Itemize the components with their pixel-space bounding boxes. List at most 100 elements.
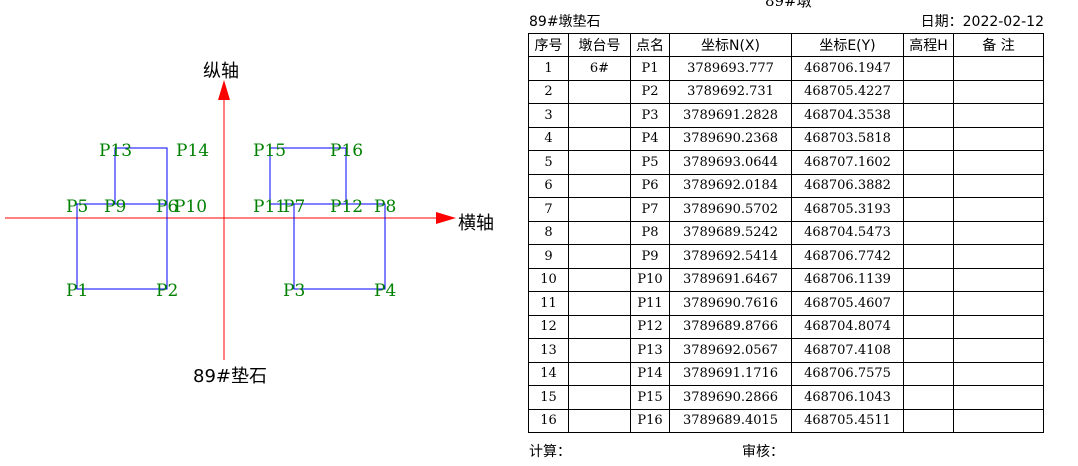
left-upper-outline [114,147,168,205]
point-label: P6 [156,197,179,217]
cell-point: P7 [630,197,670,222]
cell-n: 3789690.2368 [669,126,792,151]
cell-pier [568,361,631,386]
cell-e: 468704.5473 [791,220,904,245]
right-upper-outline [269,147,347,205]
cell-e: 468706.1947 [791,56,904,81]
point-label: P14 [176,141,210,161]
cell-e: 468706.1043 [791,385,904,410]
point-label: P10 [174,197,208,217]
point-label: P2 [156,281,179,301]
cell-index: 10 [528,267,569,292]
cell-pier [568,291,631,316]
cell-pier [568,244,631,269]
cell-index: 7 [528,197,569,222]
point-label: P11 [253,197,287,217]
cell-point: P11 [630,291,670,316]
cell-elevation [903,197,954,222]
diagram-caption: 89#垫石 [193,366,267,387]
horizontal-axis-arrow-icon [436,212,456,224]
cell-n: 3789690.2866 [669,385,792,410]
cell-elevation [903,103,954,128]
cell-elevation [903,244,954,269]
cell-pier [568,220,631,245]
cell-n: 3789691.6467 [669,267,792,292]
cell-n: 3789692.731 [669,79,792,104]
cell-e: 468705.3193 [791,197,904,222]
sheet-subtitle: 89#墩垫石 [529,14,601,30]
horizontal-axis-label: 横轴 [458,213,494,234]
cell-remark [953,220,1044,245]
header-elevation: 高程H [903,33,954,57]
cell-pier [568,385,631,410]
cell-index: 5 [528,150,569,175]
cell-index: 11 [528,291,569,316]
cell-elevation [903,267,954,292]
cell-elevation [903,314,954,339]
cell-point: P16 [630,408,670,433]
cell-e: 468707.1602 [791,150,904,175]
cell-e: 468705.4607 [791,291,904,316]
cell-elevation [903,338,954,363]
point-label: P13 [99,141,133,161]
cell-pier [568,150,631,175]
cell-remark [953,150,1044,175]
cell-n: 3789692.0567 [669,338,792,363]
calc-label: 计算： [529,444,571,460]
cell-e: 468703.5818 [791,126,904,151]
cell-remark [953,103,1044,128]
point-label: P5 [66,197,89,217]
cell-n: 3789691.2828 [669,103,792,128]
point-label: P1 [66,281,89,301]
point-label: P9 [104,197,127,217]
cell-n: 3789693.777 [669,56,792,81]
cell-n: 3789690.5702 [669,197,792,222]
cell-elevation [903,291,954,316]
cell-e: 468707.4108 [791,338,904,363]
point-label: P16 [330,141,364,161]
cell-index: 4 [528,126,569,151]
cell-elevation [903,79,954,104]
cell-point: P4 [630,126,670,151]
cell-point: P10 [630,267,670,292]
cell-remark [953,173,1044,198]
cell-remark [953,385,1044,410]
point-label: P4 [374,281,397,301]
cell-n: 3789689.5242 [669,220,792,245]
cell-pier [568,338,631,363]
cell-elevation [903,408,954,433]
cell-remark [953,361,1044,386]
point-label: P3 [283,281,306,301]
cell-index: 16 [528,408,569,433]
cell-e: 468705.4511 [791,408,904,433]
cell-point: P6 [630,173,670,198]
cell-point: P3 [630,103,670,128]
header-n: 坐标N(X) [669,33,792,57]
point-label: P12 [330,197,364,217]
cell-pier [568,267,631,292]
cell-index: 2 [528,79,569,104]
cell-elevation [903,150,954,175]
cell-remark [953,244,1044,269]
cell-remark [953,126,1044,151]
header-pier: 墩台号 [568,33,631,57]
cell-remark [953,408,1044,433]
cell-point: P15 [630,385,670,410]
cell-remark [953,267,1044,292]
point-label: P7 [283,197,306,217]
cell-n: 3789689.4015 [669,408,792,433]
cell-index: 6 [528,173,569,198]
cell-remark [953,291,1044,316]
cell-e: 468706.7742 [791,244,904,269]
cell-elevation [903,220,954,245]
cell-index: 13 [528,338,569,363]
